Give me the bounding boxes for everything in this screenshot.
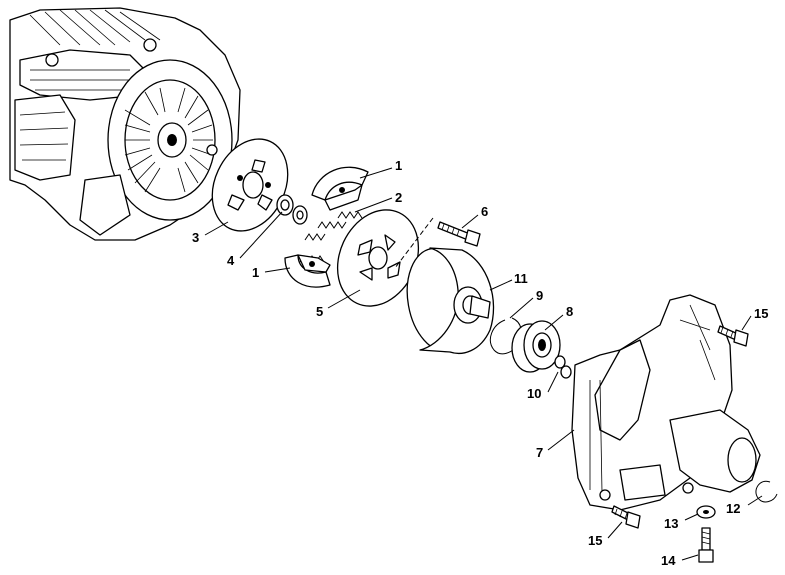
callout-14: 14 <box>661 553 676 568</box>
part-4-washer <box>276 194 308 225</box>
part-2-springs <box>299 211 363 263</box>
callout-1-upper: 1 <box>395 158 402 173</box>
callout-5: 5 <box>316 304 323 319</box>
callout-3: 3 <box>192 230 199 245</box>
part-8-bearing <box>511 320 561 373</box>
callout-10: 10 <box>527 386 541 401</box>
callout-labels: 1 2 3 4 1 5 6 11 9 8 10 15 7 12 13 15 14 <box>192 158 768 568</box>
leader-lines <box>204 167 763 561</box>
callout-12: 12 <box>726 501 740 516</box>
assembly-line <box>394 217 434 269</box>
part-10-needle-cage <box>554 355 572 379</box>
engine-housing <box>9 7 241 241</box>
callout-9: 9 <box>536 288 543 303</box>
callout-11: 11 <box>514 271 528 286</box>
callout-15-lower: 15 <box>588 533 602 548</box>
callout-15-upper: 15 <box>754 306 768 321</box>
callout-1-lower: 1 <box>252 265 259 280</box>
callout-8: 8 <box>566 304 573 319</box>
callout-7: 7 <box>536 445 543 460</box>
part-12-circlip <box>755 480 778 503</box>
part-14-stud <box>698 527 714 563</box>
part-15-screw-lower <box>611 505 641 529</box>
callout-2: 2 <box>395 190 402 205</box>
callout-13: 13 <box>664 516 678 531</box>
callout-4: 4 <box>227 253 235 268</box>
part-1-clutch-shoe-upper <box>311 166 369 211</box>
part-7-housing-cover <box>571 294 761 511</box>
part-6-bolt <box>437 221 481 247</box>
part-1-clutch-shoe-lower <box>284 254 331 288</box>
part-11-clutch-drum <box>406 247 495 354</box>
part-5-clutch-plate <box>336 209 420 307</box>
part-13-washer <box>696 505 716 519</box>
part-15-screw-upper <box>717 325 749 347</box>
callout-6: 6 <box>481 204 488 219</box>
